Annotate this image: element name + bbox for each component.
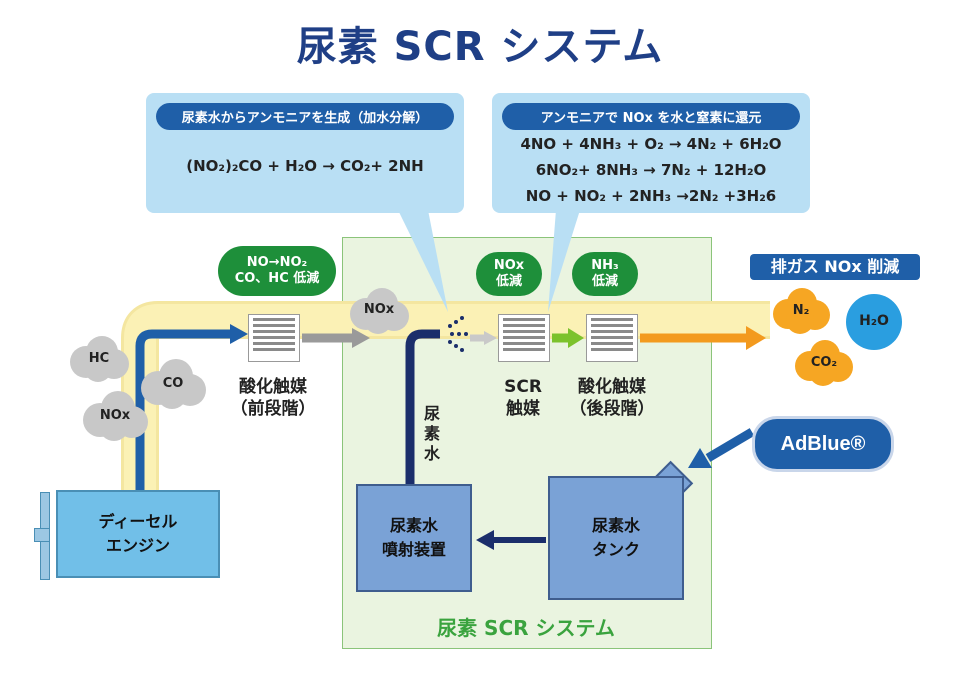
adblue-text: AdBlue® <box>780 432 866 455</box>
pre-oxidation-catalyst <box>248 314 300 362</box>
nox-exhaust-text: NOx <box>99 408 131 423</box>
pre-catalyst-label: 酸化触媒 （前段階） <box>230 377 316 419</box>
n2-cloud: N₂ <box>770 286 832 336</box>
cloud-icon <box>83 391 148 441</box>
urea-tank: 尿素水 タンク <box>548 476 684 600</box>
cloud-icon <box>70 336 129 382</box>
reduction-equation: 4NO + 4NH₃ + O₂ → 4N₂ + 6H₂O <box>520 135 782 153</box>
pre-oxidation-pill: NO→NO₂ CO、HC 低減 <box>218 246 336 296</box>
nox-reduce-text: NOx 低減 <box>493 258 525 289</box>
nox-reduce-pill: NOx 低減 <box>476 252 542 296</box>
reduction-heading: アンモニアで NOx を水と窒素に還元 <box>502 103 800 130</box>
urea-pipe-label: 尿 素 水 <box>423 404 440 463</box>
nox-exhaust-cloud: NOx <box>80 390 150 442</box>
engine-shaft <box>34 528 50 542</box>
hydrolysis-equation: (NO₂)₂CO + H₂O → CO₂+ 2NH <box>186 157 424 175</box>
adblue-badge: AdBlue® <box>752 416 894 472</box>
hydrolysis-bubble: 尿素水からアンモニアを生成（加水分解） (NO₂)₂CO + H₂O → CO₂… <box>146 93 464 213</box>
nh3-reduce-text: NH₃ 低減 <box>591 258 619 289</box>
hc-cloud: HC <box>66 334 132 384</box>
nh3-reduce-pill: NH₃ 低減 <box>572 252 638 296</box>
post-catalyst-label: 酸化触媒 （後段階） <box>569 377 655 419</box>
result-badge: 排ガス NOx 削減 <box>750 254 920 280</box>
co2-text: CO₂ <box>810 355 838 370</box>
hydrolysis-heading: 尿素水からアンモニアを生成（加水分解） <box>156 103 454 130</box>
cloud-icon <box>795 340 853 386</box>
urea-injector: 尿素水 噴射装置 <box>356 484 472 592</box>
hc-text: HC <box>88 351 110 366</box>
co-cloud: CO <box>138 358 208 410</box>
n2-text: N₂ <box>792 303 810 318</box>
reduction-bubble: アンモニアで NOx を水と窒素に還元 4NO + 4NH₃ + O₂ → 4N… <box>492 93 810 213</box>
scr-catalyst <box>498 314 550 362</box>
nox-mid-text: NOx <box>363 302 395 317</box>
cloud-icon <box>773 288 830 334</box>
diesel-engine: ディーセル エンジン <box>56 490 220 578</box>
system-caption: 尿素 SCR システム <box>437 616 615 640</box>
co-text: CO <box>162 376 184 391</box>
scr-catalyst-label: SCR 触媒 <box>504 377 542 419</box>
cloud-icon <box>141 359 206 409</box>
page-title: 尿素 SCR システム <box>296 24 664 70</box>
post-oxidation-catalyst <box>586 314 638 362</box>
nox-mid-cloud: NOx <box>346 286 412 336</box>
h2o-text: H₂O <box>859 313 889 329</box>
reduction-equation: NO + NO₂ + 2NH₃ →2N₂ +3H₂6 <box>525 187 777 205</box>
co2-cloud: CO₂ <box>792 338 856 388</box>
pre-oxidation-text: NO→NO₂ CO、HC 低減 <box>234 255 320 286</box>
cloud-icon <box>350 288 409 334</box>
h2o-circle: H₂O <box>846 294 902 350</box>
reduction-equation: 6NO₂+ 8NH₃ → 7N₂ + 12H₂O <box>535 161 767 179</box>
